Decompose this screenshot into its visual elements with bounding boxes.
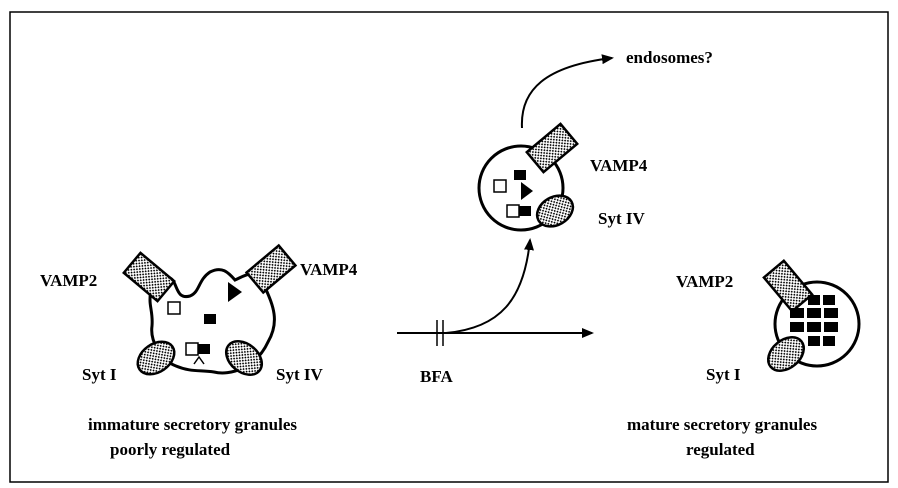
branch-arrow bbox=[446, 240, 530, 333]
dense-core bbox=[808, 295, 820, 305]
filled-square-cargo-2 bbox=[198, 344, 210, 354]
figure-frame bbox=[10, 12, 888, 482]
syt-iv-label-top: Syt IV bbox=[598, 209, 645, 228]
dense-core bbox=[823, 295, 835, 305]
dense-core bbox=[807, 322, 821, 332]
syt-i-label-right: Syt I bbox=[706, 365, 741, 384]
filled-square-cargo-top bbox=[514, 170, 526, 180]
mature-caption-line1: mature secretory granules bbox=[627, 415, 817, 434]
dense-core bbox=[807, 308, 821, 318]
dense-core bbox=[824, 322, 838, 332]
endosome-arrow bbox=[522, 58, 612, 128]
vamp2-label-left: VAMP2 bbox=[40, 271, 97, 290]
open-square-cargo-top-2 bbox=[507, 205, 519, 217]
open-square-cargo-2 bbox=[186, 343, 198, 355]
endosomes-label: endosomes? bbox=[626, 48, 713, 67]
mature-granule bbox=[762, 261, 859, 378]
open-square-cargo-top bbox=[494, 180, 506, 192]
immature-caption-line1: immature secretory granules bbox=[88, 415, 297, 434]
vamp4-label-top: VAMP4 bbox=[590, 156, 648, 175]
filled-square-cargo-top-2 bbox=[519, 206, 531, 216]
vamp4-label-left: VAMP4 bbox=[300, 260, 358, 279]
syt-iv-label-left: Syt IV bbox=[276, 365, 323, 384]
bfa-label: BFA bbox=[420, 367, 453, 386]
dense-core bbox=[823, 336, 835, 346]
filled-square-cargo bbox=[204, 314, 216, 324]
syt-i-label-left: Syt I bbox=[82, 365, 117, 384]
immature-granule bbox=[124, 246, 296, 382]
small-granule bbox=[479, 124, 578, 233]
mature-caption-line2: regulated bbox=[686, 440, 755, 459]
dense-core bbox=[790, 322, 804, 332]
dense-core bbox=[824, 308, 838, 318]
dense-core bbox=[790, 308, 804, 318]
immature-caption-line2: poorly regulated bbox=[110, 440, 231, 459]
open-square-cargo bbox=[168, 302, 180, 314]
vamp2-label-right: VAMP2 bbox=[676, 272, 733, 291]
dense-core bbox=[808, 336, 820, 346]
